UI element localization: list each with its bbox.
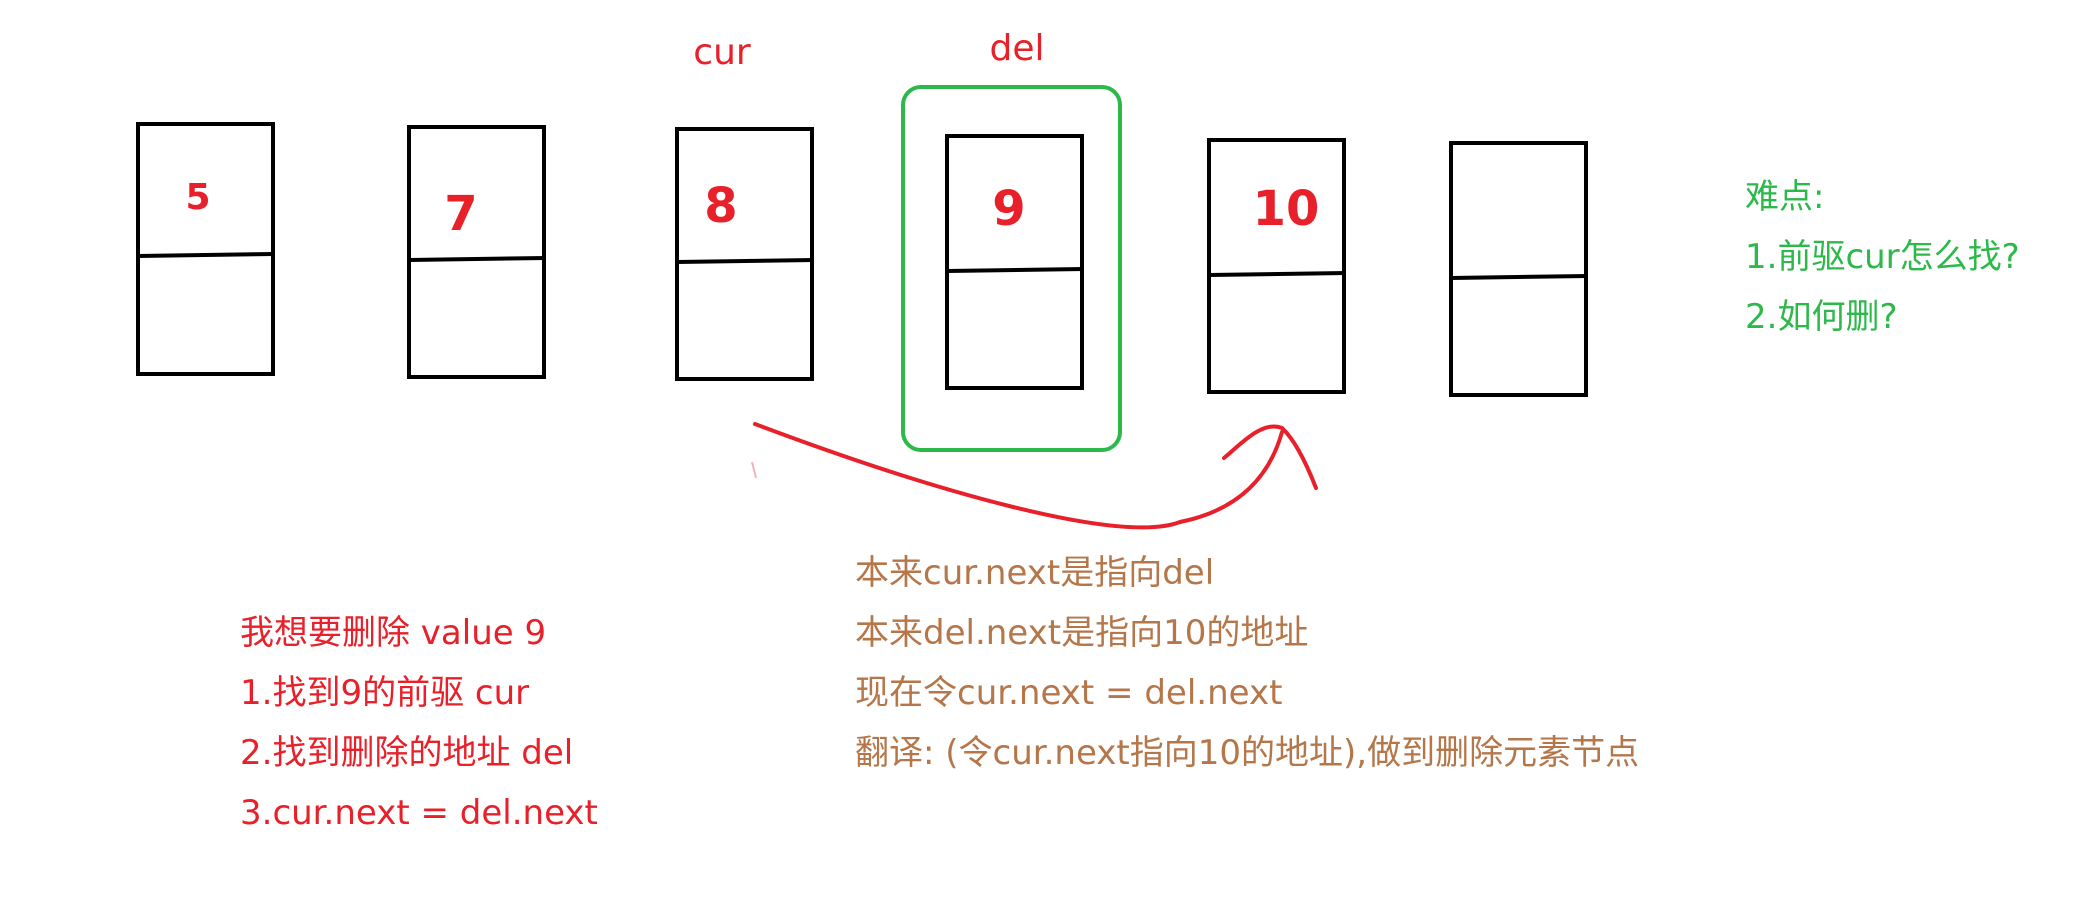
node-box xyxy=(945,134,1084,390)
steps-note: 我想要删除 value 9 1.找到9的前驱 cur 2.找到删除的地址 del… xyxy=(240,603,598,843)
node-box xyxy=(1449,141,1588,397)
step-item: 2.找到删除的地址 del xyxy=(240,733,574,773)
node-box xyxy=(675,127,814,381)
list-node-empty xyxy=(1449,141,1589,397)
list-node-8: 8 xyxy=(675,127,815,381)
node-box xyxy=(136,122,275,376)
del-label: del xyxy=(989,28,1044,69)
node-divider xyxy=(1208,271,1347,277)
explanation-line: 现在令cur.next = del.next xyxy=(855,673,1283,713)
del-highlight-box xyxy=(901,85,1122,452)
explanation-line: 本来del.next是指向10的地址 xyxy=(855,613,1309,653)
node-value: 7 xyxy=(444,186,477,242)
node-divider xyxy=(408,256,547,262)
difficulties-note: 难点: 1.前驱cur怎么找? 2.如何删? xyxy=(1745,167,2020,347)
node-box xyxy=(1207,138,1346,394)
list-node-10: 10 xyxy=(1207,138,1347,394)
relink-arrow xyxy=(753,422,1284,530)
node-divider xyxy=(1450,274,1589,280)
node-value: 8 xyxy=(704,178,737,234)
relink-arrowhead xyxy=(1222,424,1318,490)
step-item: 3.cur.next = del.next xyxy=(240,793,598,833)
list-node-7: 7 xyxy=(407,125,547,379)
steps-title: 我想要删除 value 9 xyxy=(240,613,547,653)
cur-label: cur xyxy=(693,32,751,73)
node-box xyxy=(407,125,546,379)
pen-stroke-mark xyxy=(751,461,757,479)
node-divider xyxy=(676,258,815,264)
explanation-note: 本来cur.next是指向del 本来del.next是指向10的地址 现在令c… xyxy=(855,543,1639,783)
difficulties-title: 难点: xyxy=(1745,177,1825,217)
difficulty-item: 1.前驱cur怎么找? xyxy=(1745,237,2020,277)
explanation-line: 本来cur.next是指向del xyxy=(855,553,1215,593)
node-divider xyxy=(137,252,276,258)
explanation-line: 翻译: (令cur.next指向10的地址),做到删除元素节点 xyxy=(855,733,1640,773)
node-value: 5 xyxy=(185,177,210,218)
difficulty-item: 2.如何删? xyxy=(1745,297,1898,337)
list-node-9: 9 xyxy=(901,85,1122,452)
list-node-5: 5 xyxy=(136,122,276,376)
step-item: 1.找到9的前驱 cur xyxy=(240,673,530,713)
node-value: 10 xyxy=(1253,181,1320,237)
node-value: 9 xyxy=(992,181,1025,237)
node-divider xyxy=(946,267,1085,273)
